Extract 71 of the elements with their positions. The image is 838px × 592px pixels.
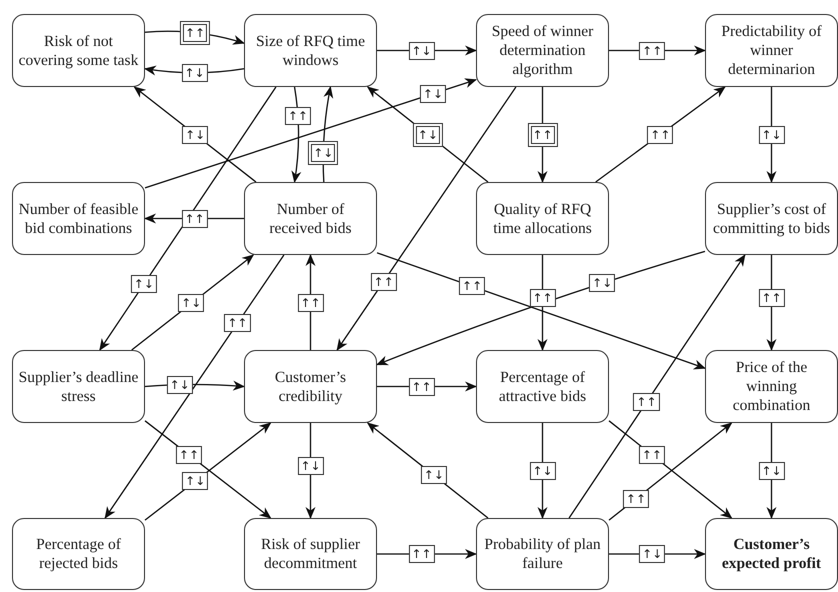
factor-box	[705, 350, 838, 423]
arrow	[104, 254, 284, 519]
factor-box	[12, 518, 145, 590]
edge-label: ↑↑	[284, 106, 311, 124]
edge-label: ↑↓	[130, 275, 157, 294]
factor-label: Number of received bids	[268, 200, 353, 238]
arrow	[144, 78, 477, 188]
edge-label: ↑↑	[639, 42, 666, 60]
edge-label: ↑↑	[408, 378, 435, 396]
edge-label: ↑↑	[297, 294, 324, 312]
factor-label: Supplier’s cost of committing to bids	[712, 200, 832, 238]
edge-label: ↑↓	[412, 122, 443, 146]
factor-label: Quality of RFQ time allocations	[492, 200, 593, 238]
factor-label: Speed of winner determination algorithm	[490, 22, 594, 79]
factor-label: Risk of supplier decommitment	[260, 535, 362, 573]
edge-label: ↑↓	[758, 126, 785, 144]
edge-label: ↑↑	[180, 20, 210, 45]
edge-label: ↑↓	[297, 456, 324, 475]
edge-label: ↑↓	[420, 84, 446, 103]
factor-box	[476, 14, 609, 87]
factor-box	[476, 518, 609, 590]
edge-label: ↑↓	[529, 462, 556, 480]
factor-box	[12, 14, 145, 87]
edge-label: ↑↑	[408, 545, 435, 563]
edge-label: ↑↑	[647, 126, 674, 144]
edge-label: ↑↓	[166, 376, 193, 394]
edge-label: ↑↓	[178, 294, 204, 312]
factor-box	[244, 182, 377, 255]
edge-label: ↑↓	[308, 141, 338, 166]
factor-label: Probability of plan failure	[483, 535, 602, 573]
edge-label: ↑↑	[370, 272, 397, 291]
factor-box	[705, 14, 838, 87]
factor-box	[476, 350, 609, 423]
edge-label: ↑↑	[758, 288, 785, 307]
edge-label: ↑↑	[176, 446, 202, 464]
edge-label: ↑↑	[181, 210, 208, 228]
factor-label: Price of the winning combination	[732, 358, 812, 415]
edge-label: ↑↑	[622, 490, 650, 508]
edge-label: ↑↓	[639, 545, 666, 563]
edge-label: ↑↑	[638, 446, 665, 464]
edge-label: ↑↑	[633, 393, 660, 412]
factor-box	[244, 14, 377, 87]
factor-label: Percentage of attractive bids	[498, 368, 588, 406]
factor-label: Customer’s expected profit	[720, 535, 822, 573]
factor-label: Supplier’s deadline stress	[18, 368, 140, 406]
factor-box	[476, 182, 609, 255]
edge-label: ↑↑	[224, 314, 250, 332]
edge-label: ↑↑	[529, 288, 556, 307]
factor-label: Risk of not covering some task	[18, 32, 140, 70]
arrow	[568, 254, 746, 518]
factor-label: Customer’s credibility	[274, 368, 348, 406]
factor-box	[244, 350, 377, 423]
factor-label: Percentage of rejected bids	[35, 535, 122, 573]
edge-label: ↑↓	[182, 472, 208, 490]
factor-label: Size of RFQ time windows	[255, 32, 366, 70]
edge-label: ↑↑	[459, 277, 486, 296]
edge-label: ↑↑	[527, 122, 558, 146]
factor-box	[705, 518, 838, 590]
edge-label: ↑↓	[408, 42, 435, 60]
edge-label: ↑↓	[420, 466, 447, 484]
factor-label: Number of feasible bid combinations	[18, 200, 140, 238]
factor-box	[705, 182, 838, 255]
factor-box	[12, 350, 145, 423]
factor-label: Predictability of winner determinarion	[720, 22, 823, 79]
factor-box	[244, 518, 377, 590]
factor-box	[12, 182, 145, 255]
edge-label: ↑↓	[182, 126, 208, 144]
arrow	[336, 86, 516, 351]
edge-label: ↑↓	[758, 462, 785, 480]
edge-label: ↑↓	[589, 274, 616, 292]
edge-label: ↑↓	[181, 64, 208, 82]
